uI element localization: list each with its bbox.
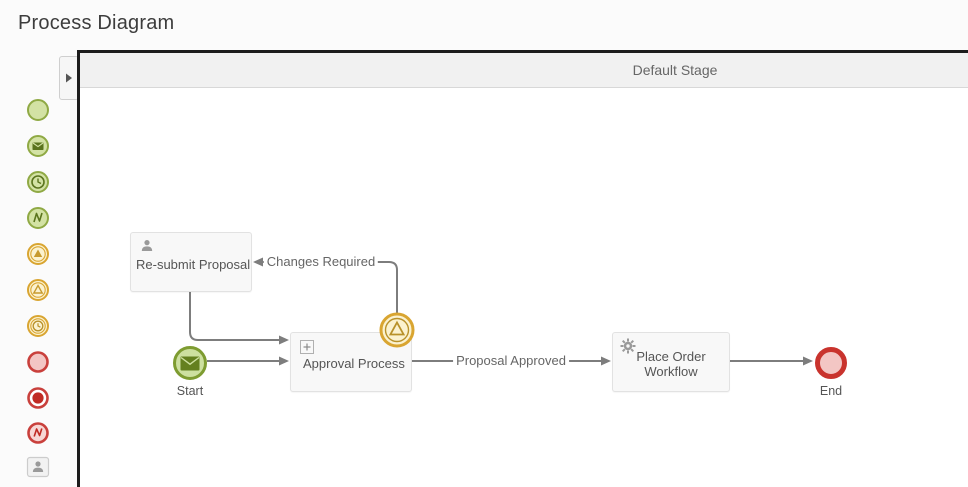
task-resubmit-proposal[interactable]: Re-submit Proposal bbox=[130, 232, 252, 292]
workflow-gear-icon bbox=[620, 338, 636, 354]
start-event-node[interactable] bbox=[173, 346, 207, 380]
timer-start-event-icon[interactable] bbox=[26, 170, 50, 194]
page-title: Process Diagram bbox=[18, 12, 175, 34]
task-approval-process[interactable]: Approval Process bbox=[290, 332, 412, 392]
task-label: Place Order Workflow bbox=[636, 349, 706, 379]
end-event-node[interactable] bbox=[815, 347, 847, 379]
expand-right-arrow-icon bbox=[66, 73, 72, 83]
message-start-event-icon[interactable] bbox=[26, 134, 50, 158]
timer-intermediate-event-icon[interactable] bbox=[26, 314, 50, 338]
signal-throw-intermediate-event-icon[interactable] bbox=[26, 242, 50, 266]
stage-title: Default Stage bbox=[632, 62, 718, 78]
start-event-icon[interactable] bbox=[26, 98, 50, 122]
stage-header[interactable]: Default Stage bbox=[80, 53, 968, 88]
end-event-icon[interactable] bbox=[26, 350, 50, 374]
task-place-order-workflow[interactable]: Place Order Workflow bbox=[612, 332, 730, 392]
start-node-caption: Start bbox=[176, 384, 204, 398]
user-task-icon[interactable] bbox=[26, 455, 50, 479]
signal-triangle-icon bbox=[388, 320, 406, 336]
signal-catch-intermediate-event-icon[interactable] bbox=[26, 278, 50, 302]
flow-label-proposal-approved[interactable]: Proposal Approved bbox=[453, 353, 569, 368]
user-task-marker-icon bbox=[141, 240, 153, 251]
end-node-caption: End bbox=[819, 384, 843, 398]
subprocess-expand-icon[interactable] bbox=[300, 340, 314, 354]
terminate-end-event-icon[interactable] bbox=[26, 386, 50, 410]
conditional-start-event-icon[interactable] bbox=[26, 206, 50, 230]
flow-label-changes-required[interactable]: Changes Required bbox=[263, 254, 379, 269]
message-icon bbox=[180, 356, 200, 370]
error-end-event-icon[interactable] bbox=[26, 421, 50, 445]
boundary-signal-event-node[interactable] bbox=[379, 312, 415, 348]
task-label: Re-submit Proposal bbox=[136, 257, 251, 272]
task-label: Approval Process bbox=[303, 356, 405, 371]
